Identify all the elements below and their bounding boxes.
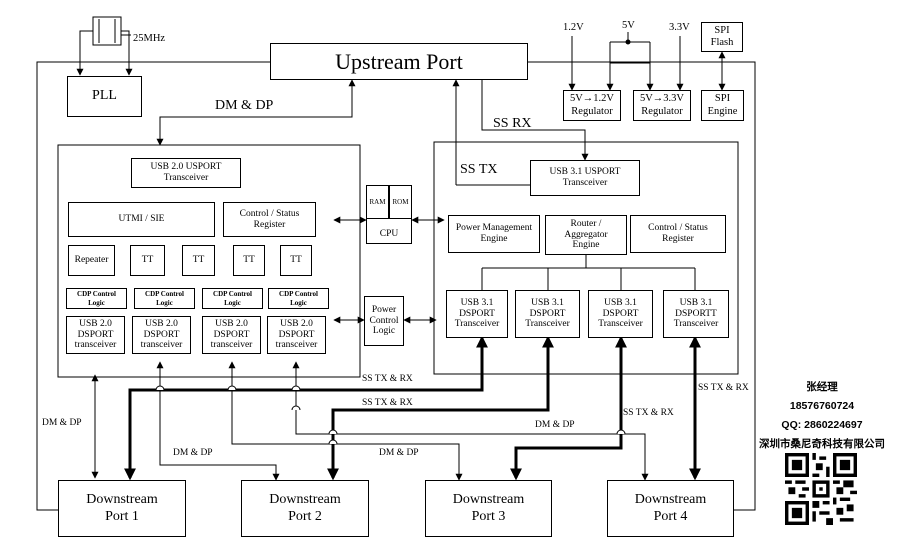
dm-dp-mid-label-3: DM & DP [535,420,575,430]
voltage-5v-label: 5V [622,20,635,31]
usb31-dsport-transceiver-2: USB 3.1 DSPORT Transceiver [515,290,580,338]
voltage-3v3-label: 3.3V [669,22,690,33]
usb31-dsport-transceiver-3: USB 3.1 DSPORT Transceiver [588,290,653,338]
downstream-port-2: Downstream Port 2 [241,480,369,537]
ss-txrx-label-2: SS TX & RX [362,398,413,408]
power-control-logic: Power Control Logic [364,296,404,346]
tt-3: TT [233,245,265,276]
ram-block: RAM [366,185,389,219]
usb20-dsport-transceiver-2: USB 2.0 DSPORT transceiver [132,316,191,354]
repeater: Repeater [68,245,115,276]
ss-rx-label: SS RX [493,116,532,131]
usb20-usport-transceiver: USB 2.0 USPORT Transceiver [131,158,241,188]
ss-tx-label: SS TX [460,162,498,177]
clock-label: 25MHz [133,33,166,44]
tt-4: TT [280,245,312,276]
contact-name: 张经理 [806,381,838,393]
qr-code-icon [785,453,857,525]
crystal-icon [92,16,122,46]
contact-phone: 18576760724 [789,400,855,412]
dm-dp-mid-label-1: DM & DP [173,448,213,458]
ss-txrx-label-1: SS TX & RX [362,374,413,384]
rom-block: ROM [389,185,412,219]
usb20-dsport-transceiver-4: USB 2.0 DSPORT transceiver [267,316,326,354]
downstream-port-4: Downstream Port 4 [607,480,734,537]
control-status-register-right: Control / Status Register [630,215,726,253]
usb20-dsport-transceiver-3: USB 2.0 DSPORT transceiver [202,316,261,354]
dm-dp-left-label: DM & DP [42,418,82,428]
downstream-port-1: Downstream Port 1 [58,480,186,537]
rom-label: ROM [392,197,409,206]
cdp-control-logic-4: CDP Control Logic [268,288,329,309]
upstream-port: Upstream Port [270,43,528,80]
dm-dp-top-label: DM & DP [215,98,274,113]
control-status-register-left: Control / Status Register [223,202,316,237]
regulator-3v3: 5V→3.3V Regulator [633,90,691,121]
tt-2: TT [182,245,215,276]
ram-label: RAM [369,197,386,206]
cdp-control-logic-2: CDP Control Logic [134,288,195,309]
voltage-1v2-label: 1.2V [563,22,584,33]
pll-block: PLL [67,76,142,117]
tt-1: TT [130,245,165,276]
usb20-dsport-transceiver-1: USB 2.0 DSPORT transceiver [66,316,125,354]
spi-engine: SPI Engine [701,90,744,121]
ss-txrx-label-4: SS TX & RX [698,383,749,393]
power-management-engine: Power Management Engine [448,215,540,253]
spi-flash: SPI Flash [701,22,743,52]
cdp-control-logic-3: CDP Control Logic [202,288,263,309]
cpu-label: CPU [379,229,399,240]
regulator-1v2: 5V→1.2V Regulator [563,90,621,121]
ss-txrx-label-3: SS TX & RX [623,408,674,418]
contact-info: 张经理 18576760724 QQ: 2860224697 深圳市桑尼奇科技有… [752,378,892,454]
router-aggregator-engine: Router / Aggregator Engine [545,215,627,255]
utmi-sie: UTMI / SIE [68,202,215,237]
cdp-control-logic-1: CDP Control Logic [66,288,127,309]
downstream-port-3: Downstream Port 3 [425,480,552,537]
usb31-dsport-transceiver-4: USB 3.1 DSPORTT Transceiver [663,290,729,338]
contact-qq: QQ: 2860224697 [781,419,863,431]
dm-dp-mid-label-2: DM & DP [379,448,419,458]
usb31-usport-transceiver: USB 3.1 USPORT Transceiver [530,160,640,196]
contact-company: 深圳市桑尼奇科技有限公司 [759,438,885,450]
usb31-dsport-transceiver-1: USB 3.1 DSPORT Transceiver [446,290,508,338]
